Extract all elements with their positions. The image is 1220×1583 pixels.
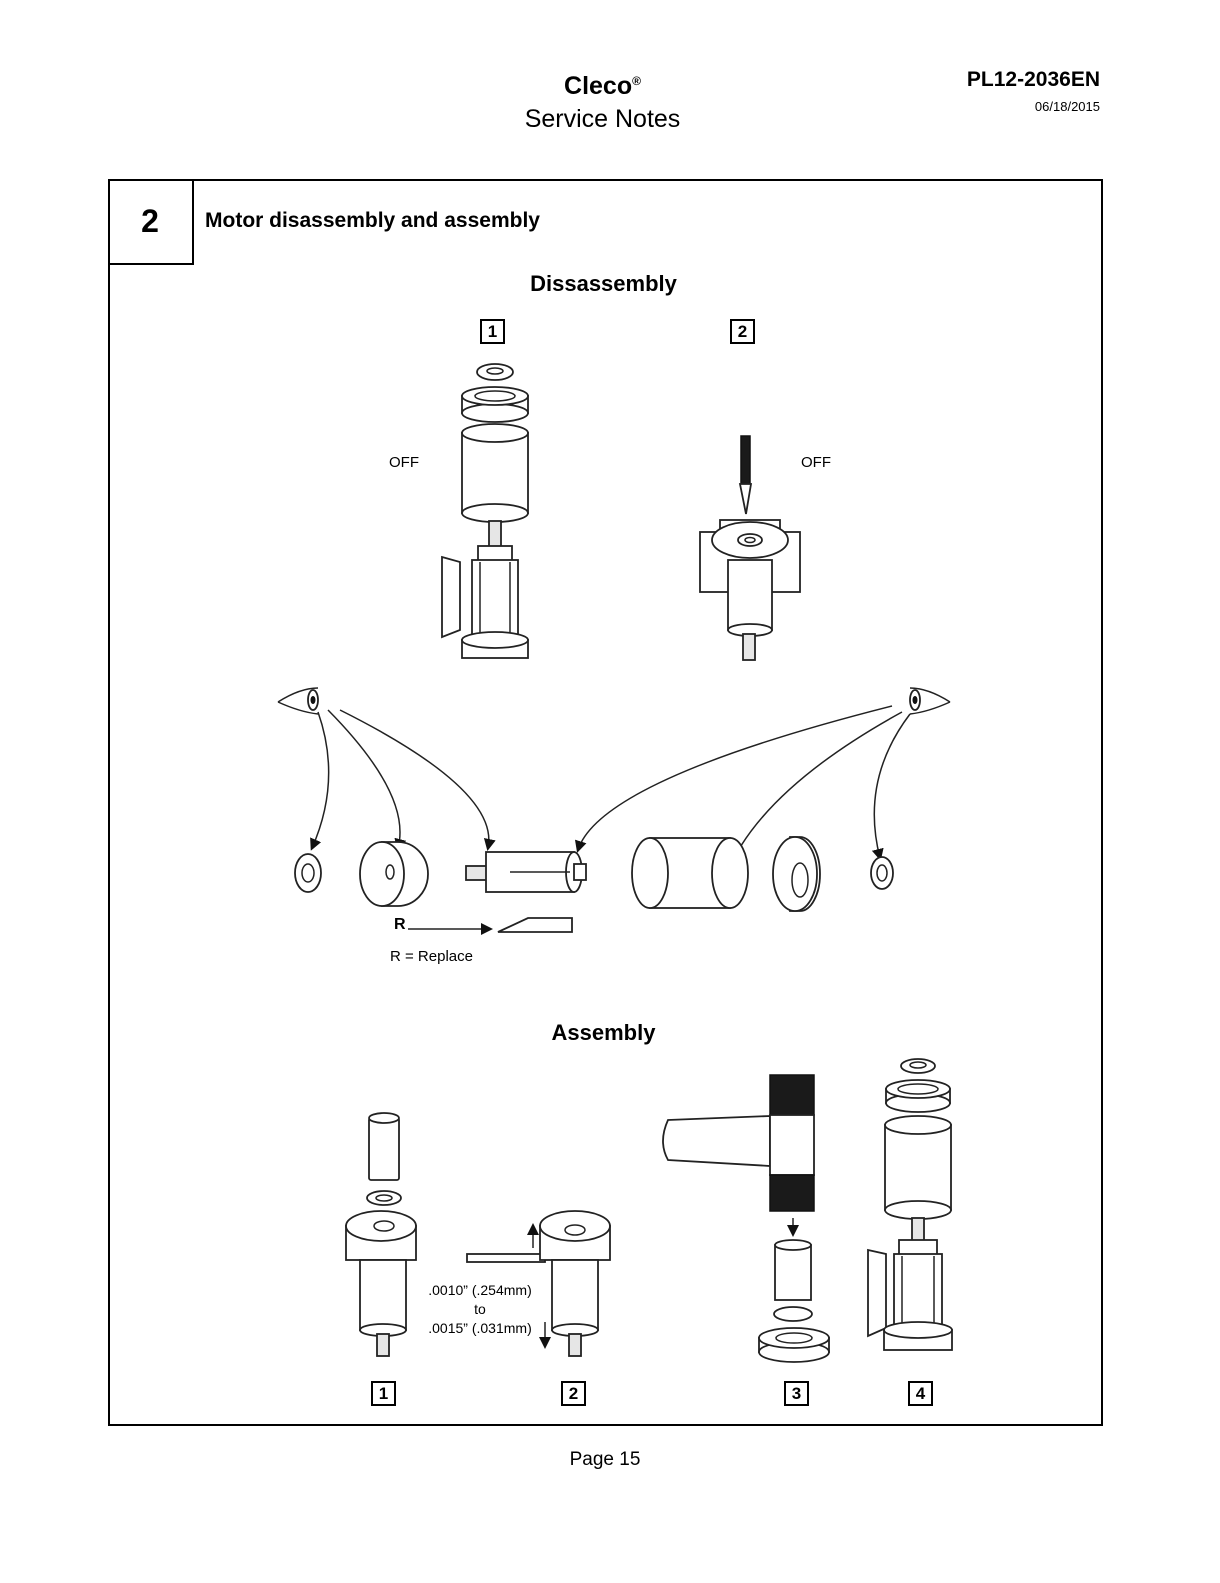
replacement-vane	[498, 918, 572, 932]
disassembly-step-1-box: 1	[480, 319, 505, 344]
assembly-step4-drawing	[868, 1059, 952, 1350]
disassembly-step2-drawing	[700, 436, 800, 660]
disassembly-parts-row	[295, 837, 893, 911]
disassembly-heading: Dissassembly	[0, 271, 1207, 297]
tolerance-lower: .0015” (.031mm)	[421, 1320, 539, 1336]
assembly-step1-drawing	[346, 1113, 416, 1356]
disassembly-step-2-box: 2	[730, 319, 755, 344]
assembly-step-2-box: 2	[561, 1381, 586, 1406]
page-number: Page 15	[0, 1449, 1210, 1471]
assembly-step-3-box: 3	[784, 1381, 809, 1406]
inspection-eye-left	[278, 688, 318, 714]
assembly-step-4-box: 4	[908, 1381, 933, 1406]
inspection-eye-right	[910, 688, 950, 714]
replace-marker: R	[394, 916, 406, 934]
replace-legend: R = Replace	[390, 948, 473, 965]
off-label-step1: OFF	[389, 454, 419, 471]
off-label-step2: OFF	[801, 454, 831, 471]
assembly-step3-drawing	[663, 1075, 829, 1362]
tolerance-upper: .0010” (.254mm)	[421, 1282, 539, 1298]
tolerance-to: to	[421, 1301, 539, 1317]
disassembly-step1-drawing	[442, 364, 528, 658]
assembly-step-1-box: 1	[371, 1381, 396, 1406]
assembly-heading: Assembly	[0, 1020, 1207, 1046]
